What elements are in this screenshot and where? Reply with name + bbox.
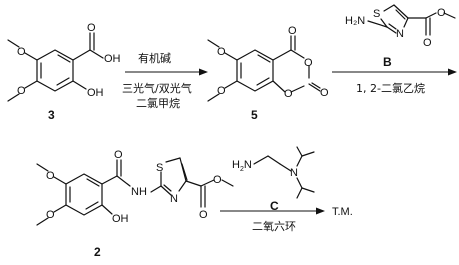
step3-reagent-below: 二氧六环 xyxy=(252,219,296,233)
atom-oh: OH xyxy=(104,53,121,65)
compound-2: O NH OH S N O O O O 2 xyxy=(36,149,234,259)
reagent-b: H₂N S N O O B xyxy=(345,4,456,69)
step2-reagent-below: 1, 2-二氯乙烷 xyxy=(356,81,425,95)
reagent-b-label: B xyxy=(383,55,392,69)
compound-3: O OH OH O O 3 xyxy=(7,22,121,122)
atom-o: O xyxy=(17,85,26,97)
atom-o: O xyxy=(213,174,222,186)
atom-n: N xyxy=(396,28,404,40)
atom-s: S xyxy=(373,8,380,20)
atom-o: O xyxy=(288,25,297,37)
reaction-arrow-1: 有机碱 三光气/双光气 二氯甲烷 xyxy=(122,51,208,110)
atom-o: O xyxy=(217,85,226,97)
atom-o: O xyxy=(423,37,432,49)
atom-o: O xyxy=(114,149,123,161)
atom-n: N xyxy=(290,167,298,179)
atom-o: O xyxy=(87,22,96,34)
atom-h2n: H₂N xyxy=(345,15,365,27)
reaction-arrow-2: 1, 2-二氯乙烷 xyxy=(332,68,457,95)
compound-2-label: 2 xyxy=(94,245,101,259)
reagent-c: H2N N C xyxy=(232,146,315,213)
target-molecule-label: T.M. xyxy=(332,206,353,218)
compound-5: O O O O O O 5 xyxy=(207,25,329,122)
compound-3-label: 3 xyxy=(48,108,55,122)
reagent-c-label: C xyxy=(270,199,279,213)
step1-reagent-above: 有机碱 xyxy=(138,51,171,65)
atom-o: O xyxy=(217,46,226,58)
atom-oh: OH xyxy=(87,87,104,99)
step1-reagent-below-2: 二氯甲烷 xyxy=(136,96,180,110)
atom-oh: OH xyxy=(112,213,129,225)
atom-h2n: H2N xyxy=(232,159,252,173)
atom-o: O xyxy=(304,57,313,69)
atom-nh: NH xyxy=(131,186,147,198)
atom-o: O xyxy=(199,209,208,221)
atom-o: O xyxy=(320,87,329,99)
atom-o: O xyxy=(437,7,446,19)
atom-n: N xyxy=(170,193,178,205)
reaction-arrow-3: 二氧六环 xyxy=(220,207,325,233)
atom-s: S xyxy=(156,162,163,174)
atom-o: O xyxy=(284,88,293,100)
atom-o: O xyxy=(17,46,26,58)
compound-5-label: 5 xyxy=(251,108,258,122)
atom-o: O xyxy=(46,209,55,221)
step1-reagent-below-1: 三光气/双光气 xyxy=(122,81,192,95)
atom-o: O xyxy=(46,170,55,182)
